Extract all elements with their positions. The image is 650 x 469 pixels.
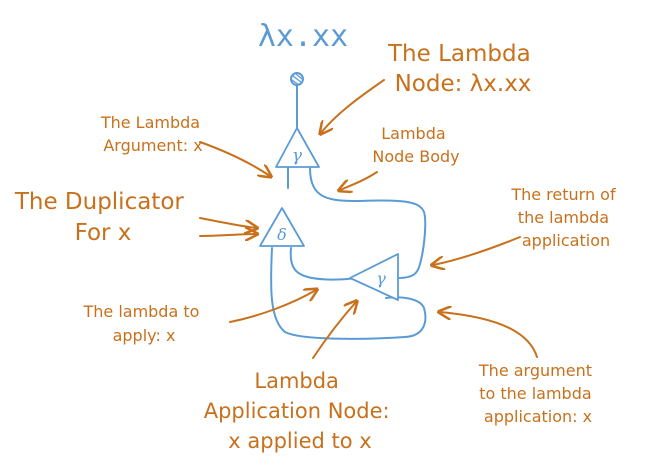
wires xyxy=(270,84,427,340)
diagram-title: λx.xx xyxy=(258,19,348,54)
label-application-node: Lambda Application Node: x applied to x xyxy=(204,369,397,453)
label-lambda-node: The Lambda Node: λx.xx xyxy=(387,41,538,97)
application-node-symbol: γ xyxy=(376,269,386,288)
arrow-lambda-node xyxy=(321,79,385,133)
annotation-arrows xyxy=(199,79,538,359)
arrow-duplicator-a xyxy=(199,217,256,228)
arrow-duplicator-b xyxy=(199,234,256,236)
duplicator-node-symbol: δ xyxy=(277,225,287,244)
label-lambda-body: Lambda Node Body xyxy=(372,124,459,166)
duplicator-to-argument-wire xyxy=(270,247,427,340)
arrow-lambda-body xyxy=(340,171,378,190)
arrow-lambda-argument xyxy=(199,141,270,176)
application-node: γ xyxy=(349,253,399,301)
label-duplicator: The Duplicator For x xyxy=(14,189,191,246)
lambda-node: γ xyxy=(275,127,320,168)
root-port xyxy=(290,72,304,86)
label-return: The return of the lambda application xyxy=(510,185,620,250)
arrow-lambda-to-apply xyxy=(229,290,316,323)
label-lambda-to-apply: The lambda to apply: x xyxy=(82,302,204,345)
label-argument: The argument to the lambda application: … xyxy=(478,361,597,426)
label-lambda-argument: The Lambda Argument: x xyxy=(100,113,205,155)
body-to-return-wire xyxy=(309,167,427,279)
duplicator-node: δ xyxy=(259,207,305,247)
arrow-argument xyxy=(440,312,538,358)
arrow-application-node xyxy=(312,302,356,359)
annotation-labels: The Lambda Node: λx.xx The Lambda Argume… xyxy=(14,41,620,453)
lambda-node-symbol: γ xyxy=(292,146,303,166)
arrow-return xyxy=(433,236,521,265)
duplicator-to-apply-function-wire xyxy=(289,247,359,281)
